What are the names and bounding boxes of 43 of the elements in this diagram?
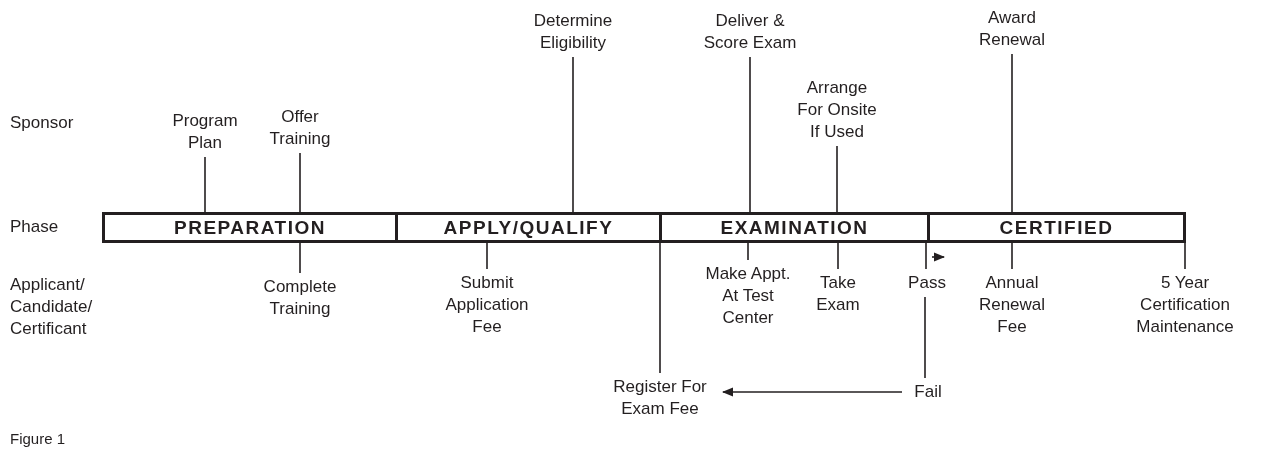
step-label: Award Renewal [972, 7, 1052, 51]
phase-box [395, 212, 662, 243]
leader-line [572, 56, 574, 214]
leader-line [1011, 53, 1013, 214]
step-label: Complete Training [250, 276, 350, 320]
step-label: Annual Renewal Fee [972, 272, 1052, 338]
leader-line [837, 241, 839, 270]
step-label: 5 Year Certification Maintenance [1115, 272, 1255, 338]
lane-label: Applicant/ Candidate/ Certificant [10, 274, 94, 340]
arrow [721, 387, 903, 397]
leader-line [486, 241, 488, 270]
leader-line [1011, 241, 1013, 270]
phase-box [102, 212, 398, 243]
step-label: Offer Training [260, 106, 340, 150]
leader-line [747, 241, 749, 261]
step-label: Register For Exam Fee [605, 376, 715, 420]
step-label: Arrange For Onsite If Used [792, 77, 882, 143]
step-label: Deliver & Score Exam [700, 10, 800, 54]
step-label: Determine Eligibility [518, 10, 628, 54]
step-label: Take Exam [808, 272, 868, 316]
leader-line [749, 56, 751, 214]
lane-label: Sponsor [10, 112, 75, 134]
step-label: Submit Application Fee [432, 272, 542, 338]
leader-line [204, 156, 206, 214]
leader-line [299, 241, 301, 274]
phase-box [927, 212, 1186, 243]
leader-line [659, 241, 661, 374]
phase-name: CERTIFIED [999, 216, 1114, 239]
step-label: Pass [902, 272, 952, 294]
leader-line [299, 152, 301, 214]
leader-line [924, 296, 926, 379]
phase-box [659, 212, 930, 243]
step-label: Make Appt. At Test Center [703, 263, 793, 329]
leader-line [836, 145, 838, 214]
phase-name: PREPARATION [174, 216, 326, 239]
phase-name: EXAMINATION [720, 216, 869, 239]
lane-label: Phase [10, 216, 60, 238]
figure-caption: Figure 1 [10, 429, 66, 449]
leader-line [1184, 241, 1186, 270]
leader-line [925, 241, 927, 270]
phase-name: APPLY/QUALIFY [443, 216, 614, 239]
step-label: Program Plan [165, 110, 245, 154]
step-label: Fail [908, 381, 948, 403]
